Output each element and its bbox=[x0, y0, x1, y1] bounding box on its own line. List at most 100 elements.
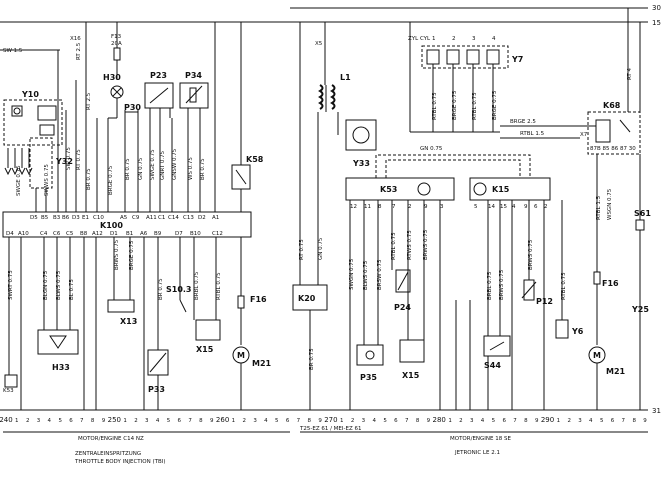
scale-tick-label: 6 bbox=[394, 418, 398, 424]
svg-text:F16: F16 bbox=[250, 295, 267, 304]
p24-sensor: P24 bbox=[394, 269, 411, 312]
scale-tick-label: 7 bbox=[80, 418, 84, 424]
svg-text:H30: H30 bbox=[103, 73, 121, 82]
svg-text:S44: S44 bbox=[484, 361, 501, 370]
scale-tick-label: 4 bbox=[589, 418, 593, 424]
m21-left-motor: M M21 bbox=[232, 346, 272, 410]
svg-text:BL 0.75: BL 0.75 bbox=[69, 279, 75, 300]
svg-text:BR 0.75: BR 0.75 bbox=[125, 158, 131, 180]
scale-tick-label: 9 bbox=[535, 418, 539, 424]
scale-tick-label: 8 bbox=[416, 418, 420, 424]
scale-tick-label: 2 bbox=[26, 418, 30, 424]
svg-text:RTBL 0.75: RTBL 0.75 bbox=[391, 232, 397, 260]
k53-control-unit: K53 12 11 8 7 2 9 3 bbox=[345, 177, 455, 210]
caption-left-engine: MOTOR/ENGINE C14 NZ bbox=[78, 436, 144, 442]
svg-text:P23: P23 bbox=[150, 71, 167, 80]
svg-text:BLWS 0.75: BLWS 0.75 bbox=[56, 270, 62, 300]
svg-text:SWGE 0.75: SWGE 0.75 bbox=[150, 149, 156, 180]
svg-text:K15: K15 bbox=[492, 185, 510, 194]
scale-tick-label: 3 bbox=[578, 418, 582, 424]
rail-15-label: 15 bbox=[652, 19, 661, 27]
scale-tick-label: 3 bbox=[362, 418, 366, 424]
svg-text:87B 85 86 87 30: 87B 85 86 87 30 bbox=[590, 146, 636, 152]
x15-right-connector: X15 bbox=[399, 339, 425, 380]
m21-right-motor: M M21 bbox=[588, 346, 626, 410]
scale-tick-label: 5 bbox=[383, 418, 387, 424]
svg-text:RTBL 1.5: RTBL 1.5 bbox=[596, 195, 602, 220]
svg-text:BRGE 0.75: BRGE 0.75 bbox=[108, 165, 114, 195]
svg-text:X5: X5 bbox=[315, 41, 323, 47]
svg-text:RT 2.5: RT 2.5 bbox=[86, 92, 92, 110]
svg-text:K58: K58 bbox=[246, 155, 264, 164]
scale-tick-label: 240 bbox=[0, 416, 13, 424]
svg-text:K53: K53 bbox=[380, 185, 397, 194]
y33-distributor: Y33 bbox=[345, 119, 377, 168]
svg-text:P34: P34 bbox=[185, 71, 202, 80]
scale-tick-label: 9 bbox=[318, 418, 322, 424]
scale-tick-label: 280 bbox=[433, 416, 446, 424]
scale-tick-label: 3 bbox=[145, 418, 149, 424]
svg-text:BRGE 2.5: BRGE 2.5 bbox=[510, 119, 536, 125]
scale-tick-label: 6 bbox=[178, 418, 182, 424]
svg-text:BR 0.75: BR 0.75 bbox=[158, 278, 164, 300]
svg-text:X15: X15 bbox=[196, 345, 214, 354]
svg-text:K68: K68 bbox=[603, 101, 621, 110]
scale-tick-label: 2 bbox=[351, 418, 355, 424]
svg-text:RT 0.75: RT 0.75 bbox=[299, 239, 305, 260]
f13-fuse: F13 20A bbox=[111, 22, 122, 80]
svg-text:BR 0.75: BR 0.75 bbox=[309, 348, 315, 370]
scale-tick-label: 1 bbox=[15, 418, 19, 424]
scale-tick-label: 260 bbox=[216, 416, 229, 424]
scale-tick-label: 6 bbox=[69, 418, 73, 424]
svg-text:SWRT 0.75: SWRT 0.75 bbox=[8, 270, 14, 300]
svg-text:BRWS 0.75: BRWS 0.75 bbox=[499, 269, 505, 300]
svg-text:F16: F16 bbox=[602, 279, 619, 288]
k68-relay: K68 87B 85 86 87 30 RT 4 bbox=[587, 8, 641, 155]
scale-tick-label: 4 bbox=[372, 418, 376, 424]
svg-text:RTBL 1.5: RTBL 1.5 bbox=[520, 131, 545, 137]
y32-component: Y32 SWGE 0.75 SWWS 0.75 bbox=[16, 137, 73, 196]
scale-tick-label: 6 bbox=[286, 418, 290, 424]
y10-label: Y10 bbox=[21, 90, 39, 99]
rail-30: 30 bbox=[290, 4, 661, 12]
rail-31: 31 bbox=[0, 407, 661, 415]
svg-text:RTWS 0.75: RTWS 0.75 bbox=[407, 230, 413, 260]
svg-text:RT 2.5: RT 2.5 bbox=[76, 42, 82, 60]
scale-tick-label: 6 bbox=[611, 418, 615, 424]
x13-connector: X13 bbox=[107, 299, 137, 326]
svg-text:20A: 20A bbox=[111, 41, 122, 47]
scale-tick-label: 6 bbox=[502, 418, 506, 424]
svg-text:2: 2 bbox=[452, 36, 456, 42]
caption-right-system: JETRONIC LE 2.1 bbox=[454, 450, 500, 456]
rail-30-label: 30 bbox=[652, 4, 661, 12]
caption-left-system-en: THROTTLE BODY INJECTION (TBI) bbox=[74, 459, 166, 465]
p12-sensor: P12 bbox=[521, 279, 553, 306]
svg-text:S61: S61 bbox=[634, 209, 651, 218]
scale-tick-label: 8 bbox=[91, 418, 95, 424]
scale-tick-label: 290 bbox=[541, 416, 554, 424]
p34-sensor: P34 bbox=[179, 71, 209, 118]
svg-text:H33: H33 bbox=[52, 363, 70, 372]
svg-text:4: 4 bbox=[492, 36, 496, 42]
h33-component: H33 bbox=[37, 329, 79, 372]
svg-text:BRBL 0.75: BRBL 0.75 bbox=[487, 271, 493, 300]
f16-right-fuse: F16 bbox=[593, 154, 619, 345]
svg-text:X13: X13 bbox=[120, 317, 137, 326]
svg-text:WS 0.75: WS 0.75 bbox=[188, 157, 194, 180]
svg-text:BR 0.75: BR 0.75 bbox=[200, 158, 206, 180]
x15-left-connector: X15 bbox=[195, 319, 221, 354]
k15-control-unit: K15 5 14 15 4 9 6 2 bbox=[469, 177, 551, 210]
svg-text:K100: K100 bbox=[100, 221, 123, 230]
svg-text:X15: X15 bbox=[402, 371, 420, 380]
k20-ignition-module: K20 RT 0.75 GN 0.75 BR 0.75 bbox=[292, 22, 328, 410]
y25-valve: Y25 bbox=[631, 230, 649, 410]
scale-tick-label: 8 bbox=[308, 418, 312, 424]
y10-component: Y10 bbox=[3, 90, 63, 176]
k58-relay: K58 bbox=[231, 22, 264, 212]
k68-feed-wires: BRGE 2.5 RTBL 1.5 X7 bbox=[500, 119, 600, 139]
svg-text:BLWS 0.75: BLWS 0.75 bbox=[363, 260, 369, 290]
l1-ignition-coil: L1 X5 bbox=[315, 22, 351, 135]
p23-sensor: P23 bbox=[144, 71, 174, 118]
svg-text:BRGE 0.75: BRGE 0.75 bbox=[492, 90, 498, 120]
